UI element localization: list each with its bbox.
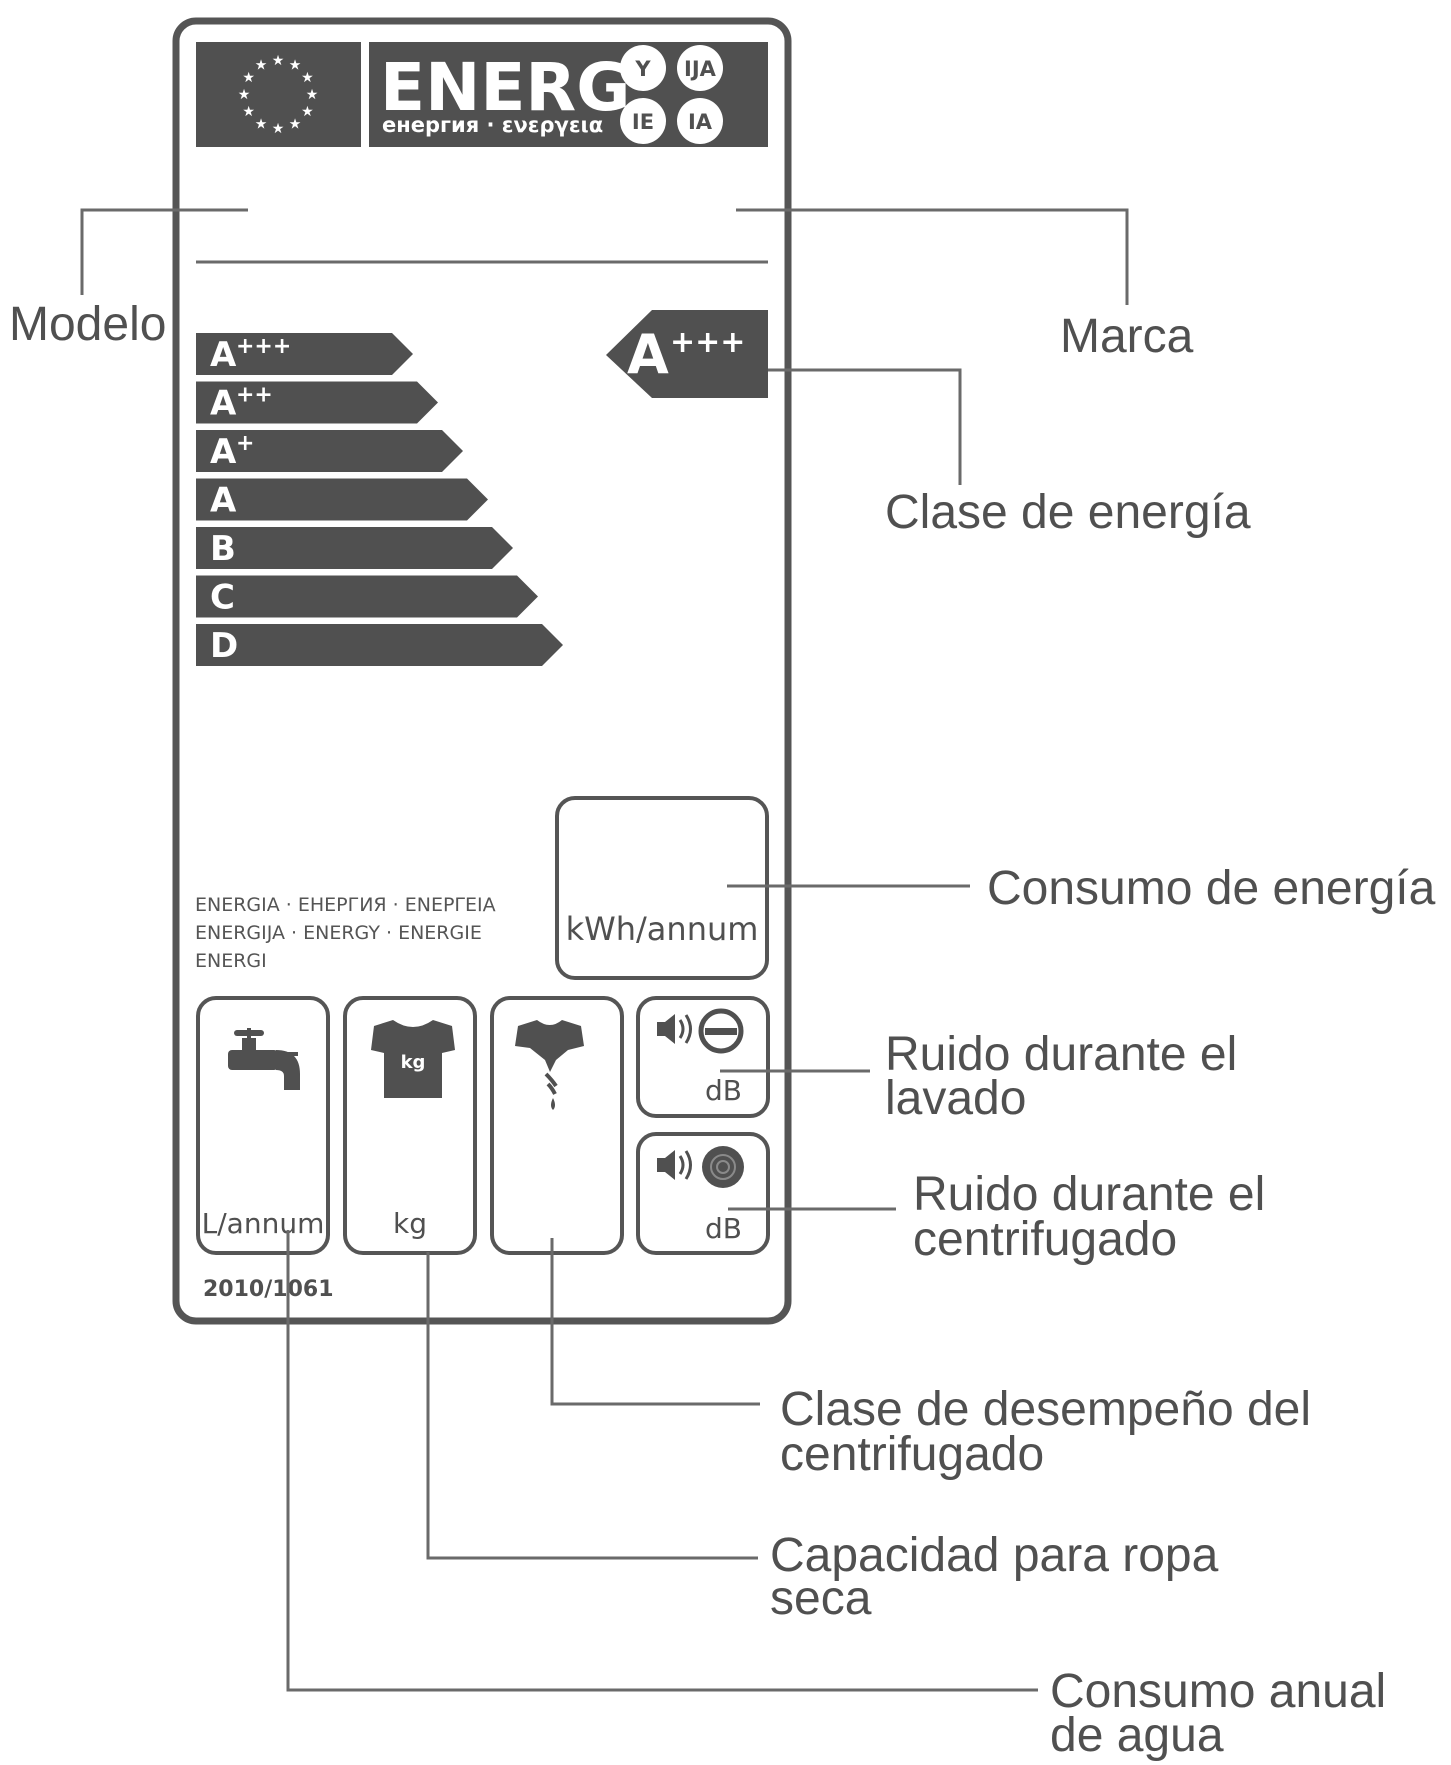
lang-badge-y: Y — [634, 57, 651, 81]
noise-wash-box — [636, 996, 770, 1118]
energy-scale-sup: ++ — [236, 383, 273, 408]
callout-consumo-agua-line-1: Consumo anual — [1050, 1665, 1386, 1718]
energy-scale-bar — [196, 381, 438, 424]
energy-scale-bar — [196, 333, 413, 375]
lang-badge-circle — [677, 98, 723, 144]
energy-words-line-2: ENERGIJA · ENERGY · ENERGIE — [195, 922, 482, 944]
spin-class-box — [490, 996, 624, 1255]
eu-stars: ★★★★★★★★★★★★ — [238, 53, 319, 137]
energy-consumption-box — [555, 796, 769, 980]
eu-star-icon: ★ — [301, 70, 314, 86]
eu-star-icon: ★ — [289, 116, 302, 132]
wash-drum-icon-bar — [705, 1028, 737, 1035]
eu-star-icon: ★ — [255, 116, 268, 132]
leader-capacidad — [426, 1252, 758, 1560]
energy-scale-bar — [196, 624, 563, 666]
energy-scale-bar — [196, 430, 463, 472]
callout-capacidad-line-1: Capacidad para ropa — [770, 1529, 1219, 1582]
eu-star-icon: ★ — [242, 70, 255, 86]
energy-scale-bar — [196, 478, 488, 521]
energy-class-letter: A — [627, 323, 669, 386]
regulation-number: 2010/1061 — [203, 1277, 334, 1302]
lang-badge-ie: IE — [632, 110, 654, 134]
callout-capacidad-line-2: seca — [770, 1572, 872, 1625]
energy-scale-letter: A — [210, 384, 237, 424]
energ-logo-word: ENERG — [380, 49, 630, 126]
speaker-icon — [657, 1150, 692, 1180]
wash-drum-icon — [698, 1008, 744, 1054]
faucet-icon — [228, 1028, 300, 1090]
energy-scale-bar — [196, 575, 538, 618]
callout-ruido-lavado-line-2: lavado — [885, 1072, 1026, 1125]
eu-star-icon: ★ — [301, 104, 314, 120]
energy-scale-letter: A — [210, 335, 237, 375]
speaker-icon — [657, 1014, 692, 1044]
leader-consumo-agua — [286, 1230, 1038, 1692]
energy-unit: kWh/annum — [566, 910, 759, 948]
lang-badge-ija: IJA — [684, 57, 717, 81]
eu-star-icon: ★ — [238, 87, 251, 103]
lang-badge-circle — [677, 45, 723, 91]
callout-marca: Marca — [1060, 310, 1194, 363]
energy-scale-letter: D — [210, 626, 238, 666]
eu-star-icon: ★ — [272, 121, 285, 137]
callout-clase-centrifugado-line-1: Clase de desempeño del — [780, 1383, 1311, 1436]
energy-scale-sup: + — [236, 431, 254, 456]
capacity-unit: kg — [393, 1207, 427, 1240]
energy-class-pointer — [606, 310, 768, 398]
eu-star-icon: ★ — [289, 58, 302, 74]
leader-marca — [736, 208, 1129, 305]
energy-scale-sup: +++ — [236, 334, 291, 359]
energy-scale-letter: A — [210, 481, 237, 521]
spin-dry-icon — [515, 1020, 584, 1110]
eu-star-icon: ★ — [306, 87, 319, 103]
lang-badge-ia: IA — [688, 110, 713, 134]
callout-ruido-lavado-line-1: Ruido durante el — [885, 1028, 1237, 1081]
callout-consumo-agua-line-2: de agua — [1050, 1709, 1224, 1762]
eu-star-icon: ★ — [272, 53, 285, 69]
energ-logo-subtitle: енергия · ενεργεια — [382, 113, 603, 137]
energy-scale-bar — [196, 527, 513, 569]
water-unit: L/annum — [202, 1207, 325, 1240]
lang-badge-circle — [620, 45, 666, 91]
callout-modelo: Modelo — [9, 298, 166, 351]
eu-star-icon: ★ — [255, 58, 268, 74]
energy-scale-letter: A — [210, 432, 237, 472]
spin-drum-icon — [702, 1146, 744, 1188]
callout-clase-centrifugado-line-2: centrifugado — [780, 1428, 1044, 1481]
energy-words-line-1: ENERGIA · ЕНЕРГИЯ · ΕΝΕΡΓΕΙΑ — [195, 894, 496, 916]
capacity-box — [343, 996, 477, 1255]
callout-consumo-energia: Consumo de energía — [987, 862, 1436, 915]
energy-scale-letter: C — [210, 578, 235, 618]
energy-class-sup: +++ — [670, 325, 745, 360]
eu-star-icon: ★ — [242, 104, 255, 120]
energy-scale-letter: B — [210, 529, 236, 569]
noise-spin-unit: dB — [705, 1212, 742, 1245]
eu-flag — [196, 42, 361, 147]
leader-clase-energia — [768, 368, 962, 485]
callout-ruido-centrifugado-line-1: Ruido durante el — [913, 1168, 1265, 1221]
noise-wash-unit: dB — [705, 1074, 742, 1107]
tshirt-kg-text: kg — [401, 1052, 426, 1073]
lang-badge-circle — [620, 98, 666, 144]
leader-clase-centrifugado — [550, 1238, 760, 1406]
leader-modelo — [80, 208, 248, 295]
callout-ruido-centrifugado-line-2: centrifugado — [913, 1213, 1177, 1266]
tshirt-kg-icon — [371, 1020, 455, 1098]
energy-words-line-3: ENERGI — [195, 950, 267, 972]
noise-spin-box — [636, 1132, 770, 1255]
callout-clase-energia: Clase de energía — [885, 486, 1251, 539]
